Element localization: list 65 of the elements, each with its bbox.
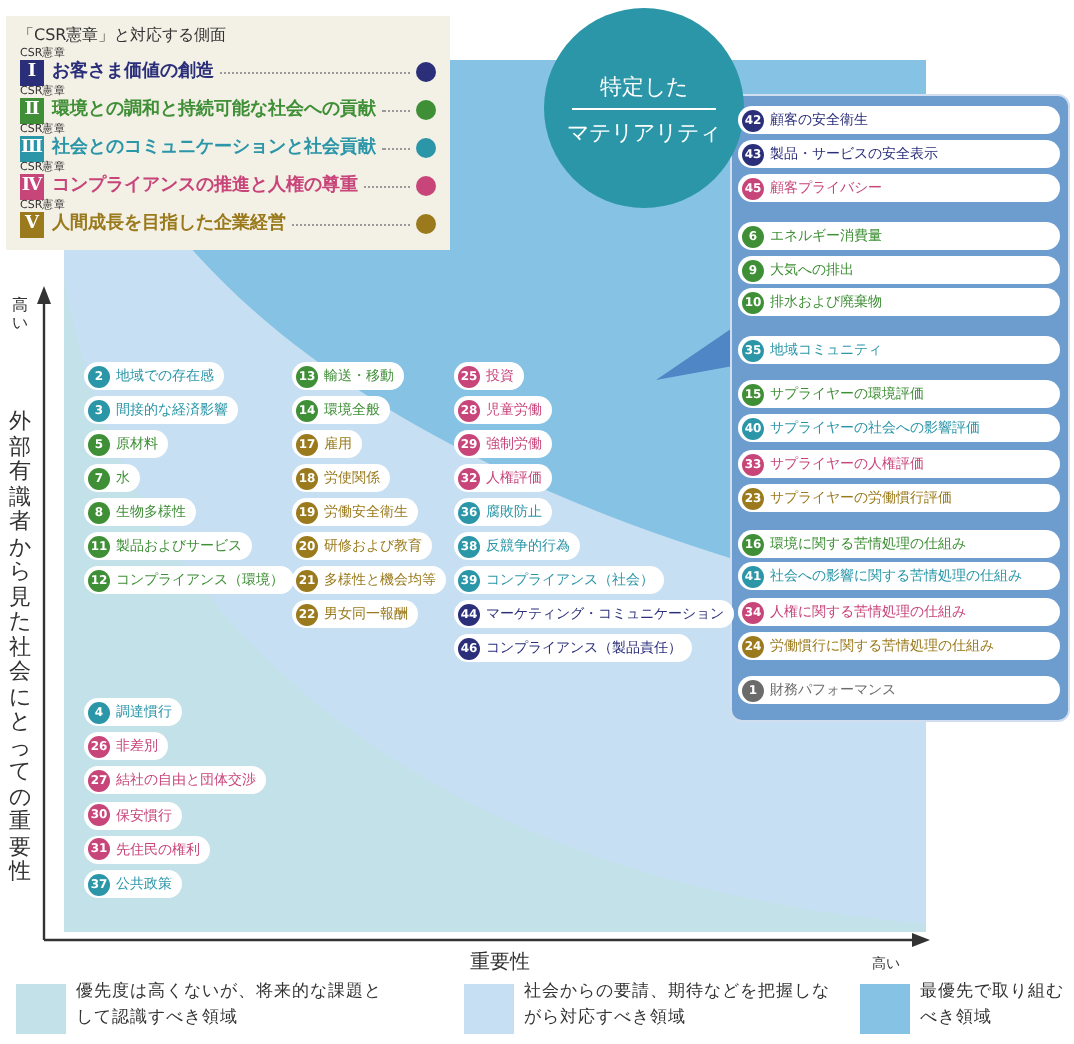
item-pill bbox=[292, 362, 404, 390]
item-pill bbox=[738, 598, 1060, 626]
legend-heading: 「CSR憲章」と対応する側面 bbox=[18, 24, 227, 46]
heading-text: 特定した bbox=[598, 72, 690, 102]
legend-text: 優先度は高くないが、将来的な課題として認識すべき領域 bbox=[76, 980, 384, 1032]
item-pill bbox=[738, 106, 1060, 134]
item-pill bbox=[738, 288, 1060, 316]
item-pill bbox=[738, 632, 1060, 660]
item-pill bbox=[454, 532, 580, 560]
item-pill bbox=[454, 600, 734, 628]
legend-text: コンプライアンスの推進と人権の尊重 bbox=[52, 174, 358, 198]
item-pill bbox=[292, 396, 390, 424]
legend-text: お客さま価値の創造 bbox=[52, 60, 214, 84]
item-pill bbox=[84, 566, 294, 594]
item-pill bbox=[292, 600, 418, 628]
item-pill bbox=[454, 498, 552, 526]
item-pill bbox=[738, 530, 1060, 558]
heading-text: マテリアリティ bbox=[565, 118, 723, 148]
item-pill bbox=[738, 222, 1060, 250]
item-pill bbox=[738, 380, 1060, 408]
item-pill bbox=[454, 464, 552, 492]
item-pill bbox=[292, 566, 446, 594]
legend-text: 環境との調和と持続可能な社会への貢献 bbox=[52, 98, 376, 122]
item-pill bbox=[84, 362, 224, 390]
item-pill bbox=[292, 464, 390, 492]
item-pill bbox=[738, 256, 1060, 284]
item-pill bbox=[738, 336, 1060, 364]
item-pill bbox=[84, 732, 168, 761]
item-pill bbox=[738, 140, 1060, 168]
item-pill bbox=[454, 634, 692, 662]
numeral-badge: Ⅰ bbox=[20, 60, 44, 86]
item-pill bbox=[292, 532, 432, 560]
item-pill bbox=[84, 835, 210, 864]
item-pill bbox=[738, 174, 1060, 202]
item-pill bbox=[738, 450, 1060, 478]
legend-text: 人間成長を目指した企業経営 bbox=[52, 212, 286, 238]
item-pill bbox=[738, 484, 1060, 512]
axis-title: 重要性 bbox=[468, 949, 532, 976]
legend-text: 社会からの要請、期待などを把握しながら対応すべき領域 bbox=[524, 980, 832, 1032]
item-pill bbox=[84, 532, 252, 560]
legend-text: 社会とのコミュニケーションと社会貢献 bbox=[52, 136, 376, 160]
item-pill bbox=[84, 464, 140, 492]
item-pill bbox=[454, 362, 524, 390]
numeral-badge: Ⅳ bbox=[20, 174, 44, 200]
item-pill bbox=[84, 396, 238, 424]
item-pill bbox=[84, 698, 182, 726]
item-pill bbox=[738, 676, 1060, 704]
item-pill bbox=[84, 766, 266, 795]
numeral-badge: Ⅴ bbox=[20, 212, 44, 238]
axis-label: 高い bbox=[12, 296, 29, 332]
numeral-badge: Ⅱ bbox=[20, 98, 44, 124]
item-pill bbox=[84, 430, 168, 458]
item-pill bbox=[84, 801, 182, 830]
item-pill bbox=[84, 870, 182, 898]
axis-title: 外部有識者から見た社会にとっての重要性 bbox=[8, 410, 32, 885]
item-pill bbox=[292, 430, 362, 458]
numeral-badge: Ⅲ bbox=[20, 136, 44, 162]
item-pill bbox=[738, 414, 1060, 442]
item-pill bbox=[84, 498, 196, 526]
item-pill bbox=[738, 562, 1060, 590]
legend-text: 最優先で取り組むべき領域 bbox=[920, 980, 1066, 1032]
item-pill bbox=[292, 498, 418, 526]
item-pill bbox=[454, 566, 664, 594]
item-pill bbox=[454, 430, 552, 458]
item-pill bbox=[454, 396, 552, 424]
